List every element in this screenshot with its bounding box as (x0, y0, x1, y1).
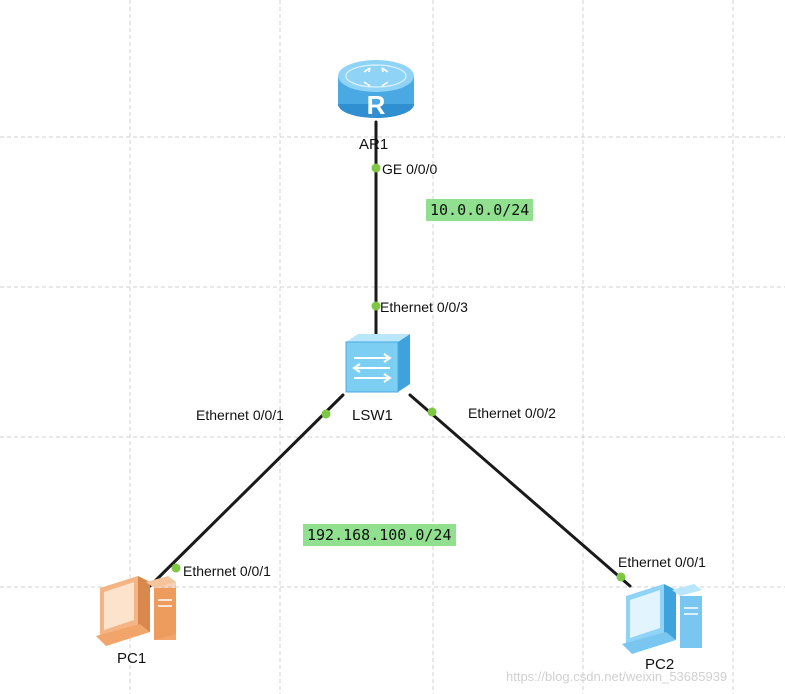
switch-icon[interactable] (345, 334, 410, 393)
port-dot-lsw1-e3 (371, 301, 381, 311)
port-label-lsw1-e2: Ethernet 0/0/2 (468, 405, 556, 421)
router-icon[interactable]: R (338, 60, 414, 120)
port-dot-lsw1-e2 (427, 407, 437, 417)
link-lsw1-pc1[interactable] (148, 393, 345, 588)
port-dots (171, 163, 626, 582)
watermark-text: https://blog.csdn.net/weixin_53685939 (506, 669, 728, 684)
link-lsw1-pc2[interactable] (408, 393, 632, 588)
port-dot-pc1-e1 (171, 563, 181, 573)
pc1-icon[interactable] (96, 576, 176, 646)
port-label-pc2-e1: Ethernet 0/0/1 (618, 554, 706, 570)
router-name: AR1 (359, 136, 389, 153)
port-dot-lsw1-e1 (321, 409, 331, 419)
pc2-icon[interactable] (622, 584, 702, 654)
port-label-lsw1-e1: Ethernet 0/0/1 (196, 407, 284, 423)
pc2-name: PC2 (645, 656, 675, 673)
svg-text:R: R (367, 90, 386, 120)
port-dot-pc2-e1 (616, 572, 626, 582)
switch-name: LSW1 (352, 407, 393, 424)
network-label-lan: 192.168.100.0/24 (303, 524, 456, 546)
port-dot-ar1-ge (371, 163, 381, 173)
port-label-pc1-e1: Ethernet 0/0/1 (183, 563, 271, 579)
network-label-wan: 10.0.0.0/24 (426, 199, 534, 221)
port-label-lsw1-e3: Ethernet 0/0/3 (380, 299, 468, 315)
port-label-ar1-ge: GE 0/0/0 (382, 161, 438, 177)
links (148, 120, 632, 588)
pc1-name: PC1 (117, 650, 147, 667)
